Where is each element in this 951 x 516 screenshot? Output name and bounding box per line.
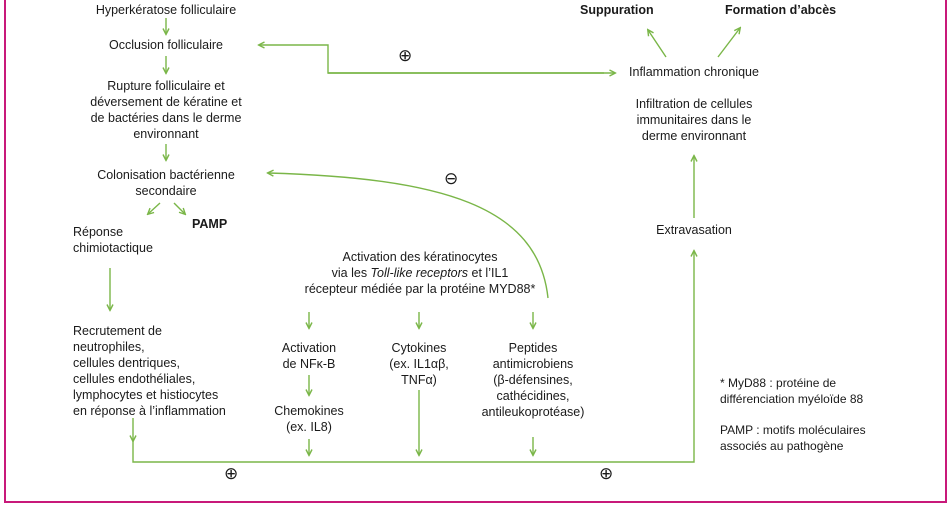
plus-sign-feedback: ⊕ [398, 46, 413, 65]
node-chemokines: Chemokines(ex. IL8) [274, 404, 344, 434]
arrow-colonisation-pamp [173, 202, 185, 214]
node-extravasation: Extravasation [656, 223, 732, 237]
arrow-to-abces [717, 28, 740, 58]
node-cytokines: Cytokines(ex. IL1αβ,TNFα) [389, 341, 449, 387]
plus-sign-bottom-left: ⊕ [224, 464, 239, 483]
minus-sign-inhibition: ⊖ [444, 169, 459, 188]
inhibition-curve [268, 173, 549, 299]
bottom-collector-line [132, 251, 694, 463]
node-pamp: PAMP [192, 217, 228, 231]
node-occlusion: Occlusion folliculaire [109, 38, 223, 52]
node-formation-abces: Formation d’abcès [725, 3, 837, 17]
diagram-frame [4, 0, 947, 503]
node-inflammation-chronique: Inflammation chronique [629, 65, 759, 79]
arrow-colonisation-reponse [148, 202, 161, 214]
plus-sign-bottom-right: ⊕ [599, 464, 614, 483]
node-activation-keratinocytes: Activation des kératinocytes via les Tol… [304, 250, 536, 296]
node-hyperkeratose: Hyperkératose folliculaire [95, 3, 237, 17]
feedback-line-occlusion [259, 45, 604, 74]
arrow-to-suppuration [648, 30, 667, 58]
node-suppuration: Suppuration [580, 3, 654, 17]
